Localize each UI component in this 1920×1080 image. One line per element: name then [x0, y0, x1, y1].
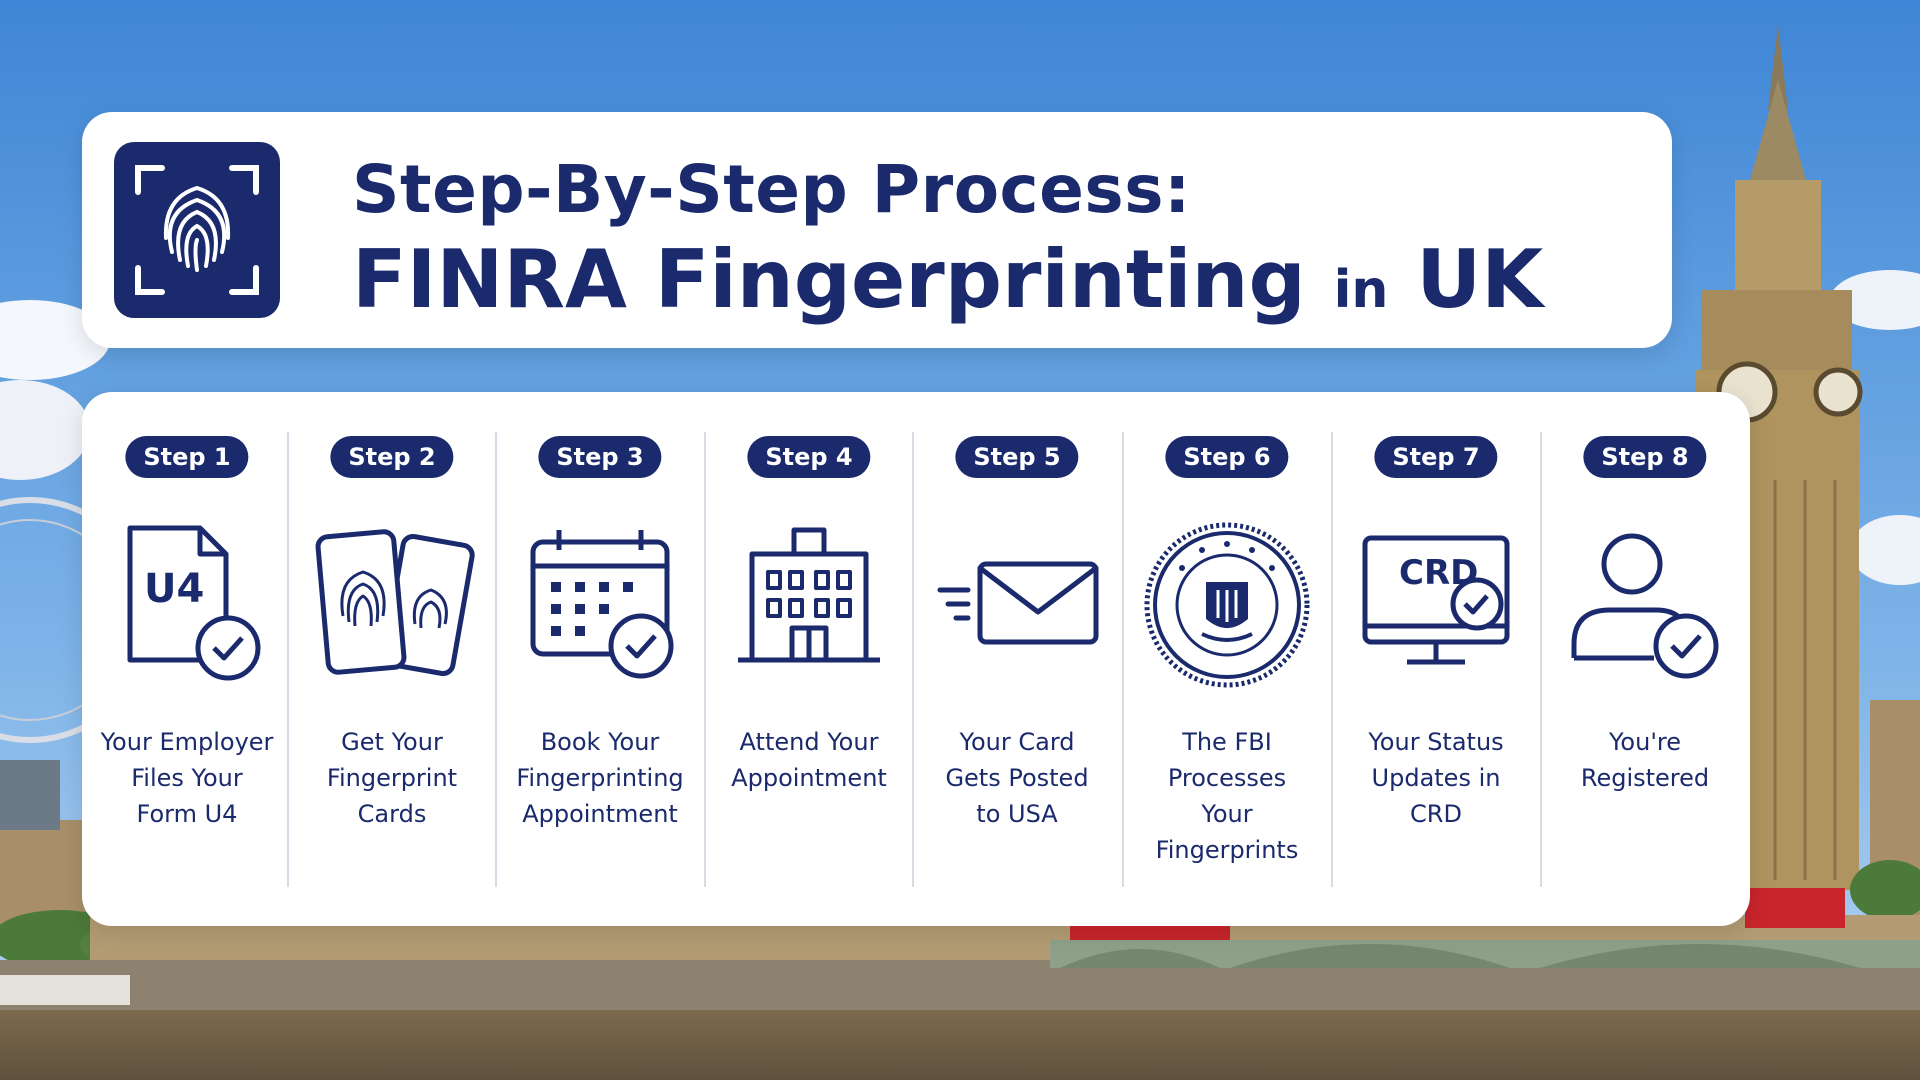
step-badge: Step 8 — [1583, 436, 1707, 478]
crd-monitor-icon: CRD — [1351, 520, 1521, 690]
step-divider — [495, 432, 497, 887]
step-label: Your Employer Files Your Form U4 — [100, 728, 274, 828]
step-label: Attend Your Appointment — [731, 728, 887, 792]
step-5: Step 5 Your Card Gets Posted to USA — [912, 392, 1122, 926]
title-line-1: Step-By-Step Process: — [352, 151, 1191, 228]
title-line-2: FINRA Fingerprinting in UK — [352, 232, 1543, 338]
step-4: Step 4 Attend Your Appointment — [704, 392, 914, 926]
step-divider — [1331, 432, 1333, 887]
step-divider — [912, 432, 914, 887]
step-badge: Step 2 — [330, 436, 454, 478]
step-3: Step 3 Book Your Fingerprinting Appointm… — [495, 392, 705, 926]
steps-card: Step 1 U4 Your Employer Files Your Form … — [82, 392, 1750, 926]
building-icon — [724, 520, 894, 690]
step-divider — [1122, 432, 1124, 887]
step-8: Step 8 You're Registered — [1540, 392, 1750, 926]
step-divider — [287, 432, 289, 887]
form-u4-text: U4 — [144, 566, 204, 612]
title-card: Step-By-Step Process: FINRA Fingerprinti… — [82, 112, 1672, 348]
user-check-icon — [1560, 520, 1730, 690]
step-badge: Step 6 — [1165, 436, 1289, 478]
step-7: Step 7 CRD Your Status Updates in CRD — [1331, 392, 1541, 926]
envelope-icon — [932, 520, 1102, 690]
title-end: UK — [1416, 233, 1544, 326]
page-title: Step-By-Step Process: FINRA Fingerprinti… — [352, 148, 1543, 338]
step-6: Step 6 The FBI Processes Your Fingerprin… — [1122, 392, 1332, 926]
step-divider — [1540, 432, 1542, 887]
form-u4-check-icon: U4 — [102, 520, 272, 690]
title-main: FINRA Fingerprinting — [352, 233, 1306, 326]
step-label: Your Status Updates in CRD — [1368, 728, 1504, 828]
step-label: Your Card Gets Posted to USA — [945, 728, 1089, 828]
step-badge: Step 1 — [125, 436, 249, 478]
step-badge: Step 4 — [747, 436, 871, 478]
step-badge: Step 7 — [1374, 436, 1498, 478]
step-label: You're Registered — [1580, 728, 1710, 792]
fingerprint-scan-icon — [114, 142, 280, 318]
step-label: The FBI Processes Your Fingerprints — [1155, 728, 1299, 864]
step-label: Book Your Fingerprinting Appointment — [516, 728, 684, 828]
step-badge: Step 5 — [955, 436, 1079, 478]
step-divider — [704, 432, 706, 887]
step-label: Get Your Fingerprint Cards — [326, 728, 458, 828]
fingerprint-cards-icon — [307, 520, 477, 690]
fbi-seal-icon — [1142, 520, 1312, 690]
title-in: in — [1333, 260, 1389, 320]
step-badge: Step 3 — [538, 436, 662, 478]
calendar-check-icon — [515, 520, 685, 690]
step-2: Step 2 Get Your Fingerprint Cards — [287, 392, 497, 926]
step-1: Step 1 U4 Your Employer Files Your Form … — [82, 392, 292, 926]
